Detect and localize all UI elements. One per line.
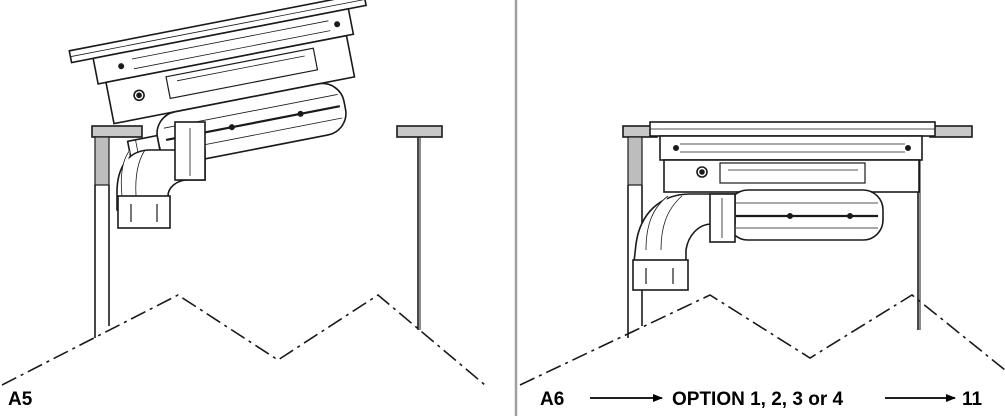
cooktop-unit-installed: [649, 121, 936, 241]
panel-a5: [1, 0, 486, 386]
countertop-left: [91, 125, 143, 138]
step-label-a5: A5: [8, 389, 33, 410]
cabinet-break-line-right: [519, 294, 1005, 386]
countertop-right: [396, 125, 443, 138]
elbow-duct-left: [116, 121, 206, 229]
target-step-number: 11: [962, 389, 983, 410]
cooktop-unit-tilted: [68, 0, 368, 174]
step-label-a6: A6: [540, 389, 564, 410]
panel-a6: [519, 121, 1005, 386]
elbow-duct-right: [632, 193, 736, 291]
cabinet-left-wall: [94, 136, 110, 338]
countertop-right-right-panel: [929, 125, 973, 138]
cabinet-break-line-left: [1, 294, 486, 386]
options-instruction: OPTION 1, 2, 3 or 4: [672, 389, 843, 410]
cabinet-left-wall-right-panel: [627, 136, 643, 338]
cabinet-right-wall: [417, 137, 421, 330]
